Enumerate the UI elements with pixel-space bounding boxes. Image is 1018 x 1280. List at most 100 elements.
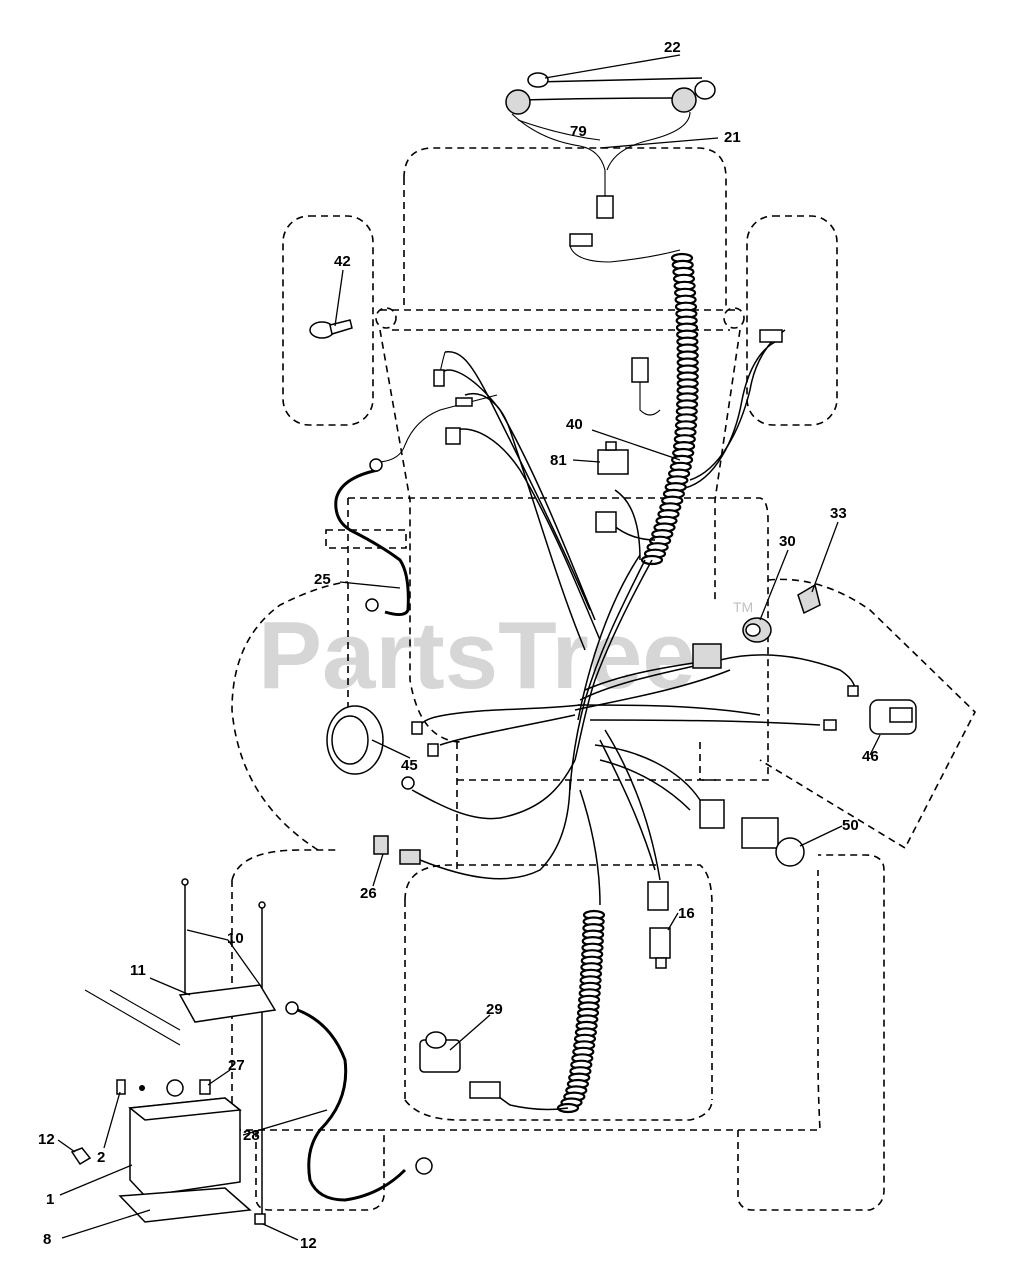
switch-50-knob bbox=[775, 837, 805, 867]
leader-81 bbox=[572, 459, 601, 463]
branch-upper-left bbox=[444, 351, 591, 611]
headlight-connector bbox=[596, 195, 614, 219]
rear-right-wheel bbox=[737, 854, 885, 1211]
headlight-assembly bbox=[505, 72, 716, 219]
solenoid-29 bbox=[419, 1031, 501, 1099]
leader-30 bbox=[759, 549, 789, 621]
plug-connector-16 bbox=[647, 881, 669, 911]
branch-to-81-b bbox=[614, 489, 641, 561]
plug-16-tip bbox=[655, 957, 667, 969]
inline-fuse bbox=[455, 397, 473, 407]
branch-to-lower-conduit bbox=[579, 789, 601, 906]
callout-12-a: 12 bbox=[38, 1131, 55, 1148]
bolt-10-right-head bbox=[258, 901, 266, 909]
branch-to-30 bbox=[574, 669, 731, 711]
gauge-45-terminal bbox=[411, 721, 423, 735]
switch-33-body bbox=[797, 583, 821, 615]
center-tunnel bbox=[456, 742, 720, 870]
plug-16 bbox=[649, 927, 671, 969]
gauge-45-terminal-b bbox=[427, 743, 439, 757]
leader-16 bbox=[667, 912, 679, 931]
watermark-text: PartsTree bbox=[258, 602, 696, 709]
terminal-27-b bbox=[199, 1079, 211, 1095]
conduit-lower-coils bbox=[556, 909, 606, 1114]
switch-81-tab bbox=[605, 441, 617, 451]
leader-21 bbox=[599, 137, 719, 149]
upper-right-connector bbox=[759, 329, 783, 343]
terminal-46 bbox=[823, 719, 837, 731]
relay-part bbox=[631, 357, 649, 383]
right-pivot bbox=[723, 307, 745, 329]
bolt-10-left-head bbox=[181, 878, 189, 886]
switch-33 bbox=[797, 583, 821, 615]
leader-10 bbox=[186, 929, 261, 986]
conduit-upper-coils bbox=[640, 252, 699, 566]
headlight-wire-left bbox=[511, 113, 606, 171]
right-headlight bbox=[671, 87, 697, 113]
dash-panel bbox=[759, 578, 976, 850]
callout-27: 27 bbox=[228, 1057, 245, 1074]
frame-sides bbox=[379, 329, 741, 743]
rear-body bbox=[231, 849, 821, 1131]
branch-to-46-b bbox=[589, 719, 821, 726]
hour-meter-display bbox=[889, 707, 913, 723]
front-left-wheel bbox=[282, 215, 374, 426]
left-pivot bbox=[375, 307, 397, 329]
fuse-26-right bbox=[399, 849, 421, 865]
battery-1-top bbox=[128, 1097, 242, 1121]
callout-26: 26 bbox=[360, 885, 377, 902]
callout-50: 50 bbox=[842, 817, 859, 834]
branch-to-16 bbox=[599, 739, 656, 871]
leader-2 bbox=[103, 1091, 121, 1149]
leader-46 bbox=[869, 734, 881, 756]
body-outline bbox=[348, 497, 769, 781]
ignition-30 bbox=[742, 617, 772, 643]
ignition-30-face bbox=[745, 623, 761, 637]
front-right-wheel bbox=[746, 215, 838, 426]
callout-numbers: 22 79 21 42 40 81 33 30 25 45 46 50 26 1… bbox=[38, 39, 879, 1252]
fuse-26-left bbox=[373, 835, 389, 855]
leader-lines bbox=[57, 54, 881, 1241]
callout-8: 8 bbox=[43, 1231, 51, 1248]
branch-to-50-conn-b bbox=[594, 744, 701, 801]
callout-25: 25 bbox=[314, 571, 331, 588]
gauge-45 bbox=[326, 705, 439, 790]
key-blade bbox=[329, 319, 353, 335]
branch-to-45-ring bbox=[411, 759, 576, 820]
callout-11: 11 bbox=[130, 962, 146, 979]
battery-cable-28 bbox=[291, 1006, 407, 1202]
branch-right-up bbox=[689, 329, 786, 481]
bracket-shadow-lines bbox=[84, 989, 181, 1046]
branch-to-50-conn bbox=[599, 759, 691, 811]
gauge-45-ring bbox=[401, 776, 415, 790]
branch-to-45 bbox=[419, 704, 581, 729]
terminal-bolt bbox=[139, 1085, 145, 1091]
cable-28-ring-bottom bbox=[415, 1157, 433, 1175]
callout-22: 22 bbox=[664, 39, 681, 56]
gauge-45-face bbox=[331, 715, 369, 765]
deck-well bbox=[404, 864, 713, 1100]
branch-to-26 bbox=[419, 779, 571, 880]
hold-down-bracket-11 bbox=[178, 984, 277, 1023]
switch-81-body bbox=[597, 449, 629, 475]
branch-to-45-b bbox=[439, 714, 576, 746]
callout-45: 45 bbox=[401, 757, 418, 774]
terminal-cover-2 bbox=[116, 1079, 126, 1095]
nut-12-a bbox=[70, 1147, 92, 1166]
watermark-trademark: TM bbox=[733, 599, 753, 615]
leader-25 bbox=[339, 581, 401, 589]
solenoid-29-top bbox=[425, 1031, 447, 1049]
ground-wire-path bbox=[334, 468, 410, 617]
leader-11 bbox=[149, 977, 191, 996]
callout-33: 33 bbox=[830, 505, 847, 522]
leader-22 bbox=[544, 54, 681, 79]
left-headlight bbox=[505, 89, 531, 115]
solenoid-29-connector bbox=[469, 1081, 501, 1099]
lug-terminal-1 bbox=[433, 369, 445, 387]
plug-connector-right bbox=[699, 799, 725, 829]
switch-50 bbox=[741, 817, 805, 867]
left-fender-arc bbox=[231, 581, 349, 851]
leader-40 bbox=[591, 429, 681, 461]
hood-outline bbox=[403, 147, 727, 310]
lug-terminal-2 bbox=[445, 427, 461, 445]
